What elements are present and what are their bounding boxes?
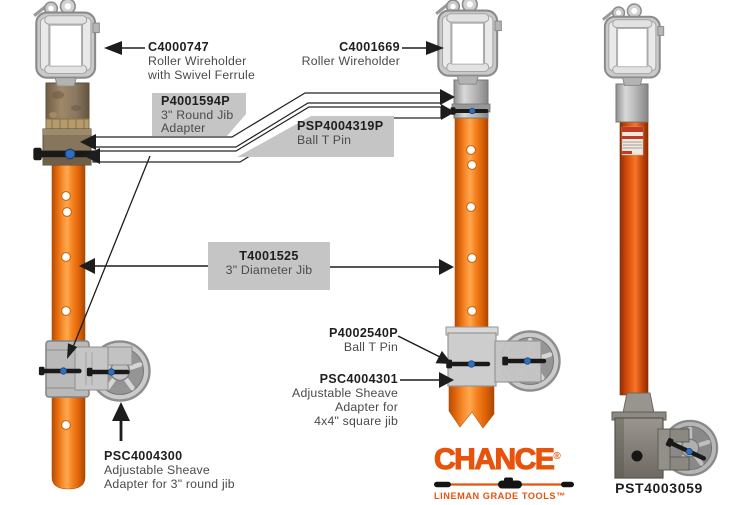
callout-box-t4001525 [208,242,330,290]
callout-p4001594p: P4001594P 3" Round Jib Adapter [161,94,245,136]
part-description-line: 3" Round Jib [161,107,234,122]
brand-name: CHANCE [433,443,555,476]
sheave-adapter-square [445,326,560,429]
brand-wordmark: CHANCE® [433,441,576,476]
roller-wireholder-icon [434,0,503,86]
part-number: P4001594P [161,94,230,108]
callout-c4001669: C4001669 Roller Wireholder [290,40,400,69]
part-description-line: Adapter for 3" round jib [104,476,235,491]
jib-assembly-round [32,0,150,490]
sheave-housing [611,392,717,479]
callout-psp4004319p: PSP4004319P Ball T Pin [297,119,392,147]
callout-box-psp4004319p [237,116,394,157]
chance-logo: CHANCE® LINEMAN GRADE TOOLS™ [433,441,576,501]
part-number: PSP4004319P [297,119,384,133]
arrowheads [67,41,455,421]
part-description-line: Roller Wireholder [301,53,400,68]
part-number: T4001525 [239,249,299,263]
part-description-line: Ball T Pin [297,132,352,147]
round-jib-pole [51,162,86,490]
jib-adapter-collar [615,83,649,123]
warning-sticker [621,126,644,156]
brand-tagline: LINEMAN GRADE TOOLS™ [434,491,566,501]
part-number: PSC4004300 [104,449,183,463]
roller-wireholder-icon [32,0,101,88]
leader-lines [70,47,441,441]
part-description-line: 4x4" square jib [314,413,398,428]
housing-hole [631,450,643,462]
part-number: C4000747 [148,40,209,54]
swivel-ferrule [45,82,90,130]
callout-psc4004300: PSC4004300 Adjustable Sheave Adapter for… [104,449,269,492]
part-description-line: Adapter for [334,399,398,414]
callout-p4002540p: P4002540P Ball T Pin [288,326,398,355]
callout-pst4003059: PST4003059 [600,480,718,496]
part-description-line: Ball T Pin [343,339,398,354]
callout-box-p4001594p [152,93,246,136]
sheave-adapter-round [38,341,150,401]
part-description-line: with Swivel Ferrule [148,67,255,82]
callout-c4000747: C4000747 Roller Wireholder with Swivel F… [148,40,268,83]
callout-t4001525: T4001525 3" Diameter Jib [208,249,330,278]
round-jib-adapter [42,128,92,166]
part-number: PST4003059 [615,480,703,496]
part-number: P4002540P [329,326,398,340]
jib-assembly-middle [434,0,560,429]
jib-pole [619,117,649,396]
jib-assembly-complete [601,2,717,479]
jib-holes [61,191,72,430]
part-description-line: 3" Diameter Jib [225,262,313,277]
hotstick-icon [434,477,574,489]
part-number: PSC4004301 [319,372,398,386]
part-description-line: Adjustable Sheave [292,385,398,400]
square-jib-stub [448,383,495,429]
roller-wireholder-icon [601,2,666,87]
callout-psc4004301: PSC4004301 Adjustable Sheave Adapter for… [266,372,398,429]
part-description-line: Adjustable Sheave [104,462,210,477]
registered-mark: ® [553,451,561,462]
part-number: C4001669 [339,40,400,54]
part-description-line: Roller Wireholder [148,53,247,68]
jib-holes [466,145,477,316]
part-description-line: Adapter [161,121,206,136]
